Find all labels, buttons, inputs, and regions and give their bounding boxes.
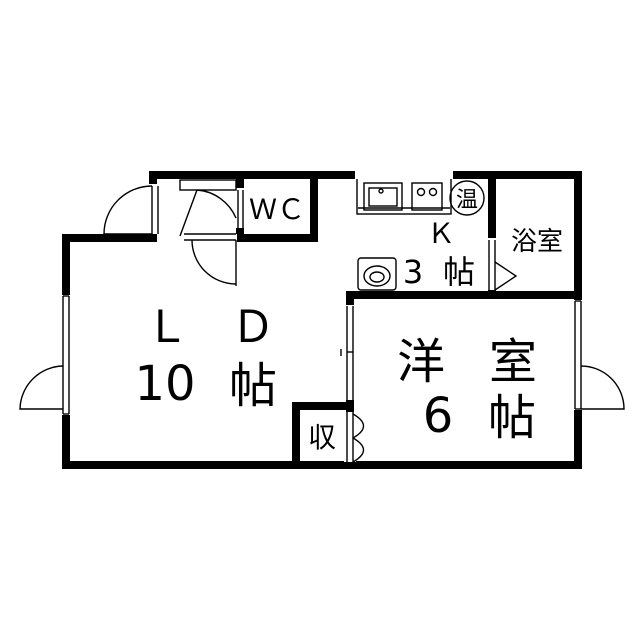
ld-unit: 帖: [229, 358, 277, 414]
water-heater-label: 温: [456, 188, 478, 213]
storage-label: 収: [308, 421, 336, 454]
hall-closet: [179, 179, 237, 237]
hall-door: [184, 233, 237, 286]
western-window: [574, 300, 625, 410]
kitchen-size: 3: [403, 253, 423, 291]
ld-letter-l: Ｌ: [145, 302, 189, 353]
entrance-door: [103, 185, 159, 235]
kitchen-bath-wall: [489, 175, 495, 233]
ld-size: 10: [134, 356, 195, 412]
western-size: 6: [423, 388, 454, 444]
wc-door: [237, 190, 244, 228]
western-sliding-door: [340, 306, 354, 400]
kitchen-unit: 帖: [443, 253, 475, 291]
bath-label: 浴室: [511, 227, 563, 257]
kitchen-letter: Ｋ: [427, 217, 455, 250]
wash-basin: [357, 257, 397, 291]
western-name-1: 洋: [397, 334, 445, 390]
wc-label: ＷＣ: [249, 193, 305, 226]
water-heater: [449, 180, 485, 216]
storage-door: [346, 412, 365, 463]
bath-door: [488, 240, 518, 291]
ld-window: [19, 295, 70, 415]
western-unit: 帖: [488, 390, 536, 446]
kitchen-counter: [356, 177, 452, 215]
western-name-2: 室: [489, 334, 537, 390]
ld-letter-d: Ｄ: [231, 302, 275, 353]
